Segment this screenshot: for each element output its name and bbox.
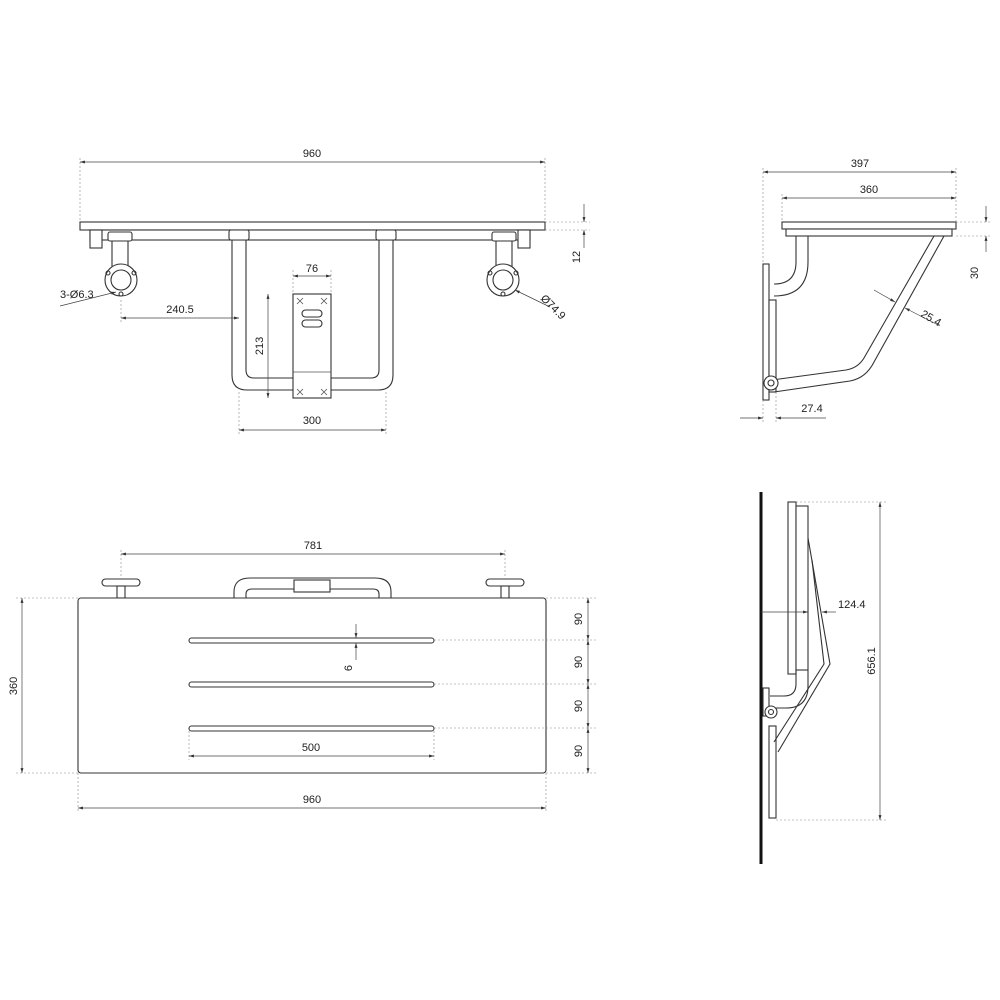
plan-slot-3	[188, 725, 435, 732]
side-diagonal-strut	[771, 235, 935, 381]
side-view: 397 360 30 25.4 27.4	[740, 158, 990, 422]
dim-front-frame-width: 300	[303, 415, 321, 427]
dim-plan-slot-length: 500	[302, 742, 320, 754]
dim-front-plate-width: 76	[306, 263, 318, 275]
dim-plan-seat-depth: 360	[8, 677, 20, 695]
dim-front-left-offset: 240.5	[166, 304, 194, 316]
plan-slot-2	[188, 681, 435, 688]
plan-seat	[77, 597, 547, 774]
left-flange	[104, 263, 138, 297]
dim-front-top-width: 960	[303, 148, 321, 160]
dim-side-total-depth: 397	[851, 158, 869, 170]
plan-slot-1	[188, 637, 435, 644]
side-pivot	[763, 375, 779, 391]
dim-plan-seat-width: 960	[303, 794, 321, 806]
dim-front-frame-height: 213	[254, 337, 266, 355]
dim-side-thickness: 30	[969, 267, 981, 279]
dim-folded-height: 656.1	[866, 647, 878, 675]
folded-view: 124.4 656.1	[759, 492, 886, 864]
front-wall-plate	[292, 293, 332, 399]
dim-side-seat-depth: 360	[860, 184, 878, 196]
dim-plan-slot-gap: 6	[343, 665, 355, 671]
dim-front-bolt-holes: 3-Ø6.3	[60, 289, 94, 301]
dim-front-seat-thickness: 12	[571, 251, 583, 263]
dim-plan-slot-pitch-2: 90	[573, 656, 585, 668]
dim-plan-slot-pitch-1: 90	[573, 613, 585, 625]
dim-side-tube-dia: 25.4	[919, 308, 944, 329]
front-view: 960 12 3-Ø6.3 Ø74.9 240.5 76 213 300	[59, 148, 590, 434]
side-seat	[781, 221, 957, 230]
dim-side-pivot-offset: 27.4	[801, 403, 822, 415]
dim-folded-projection: 124.4	[838, 599, 866, 611]
front-back-rail	[89, 229, 531, 241]
dim-plan-flange-span: 781	[304, 540, 322, 552]
dim-plan-slot-pitch-4: 90	[573, 745, 585, 757]
dim-plan-slot-pitch-3: 90	[573, 700, 585, 712]
plan-view: 781 360 6 500 960 90 90 90 90	[8, 540, 596, 812]
folded-seat	[787, 501, 797, 675]
front-seat-slab	[79, 221, 546, 231]
dim-front-flange-dia: Ø74.9	[538, 293, 568, 323]
right-flange	[486, 263, 520, 297]
plan-handle-frame	[233, 577, 392, 598]
